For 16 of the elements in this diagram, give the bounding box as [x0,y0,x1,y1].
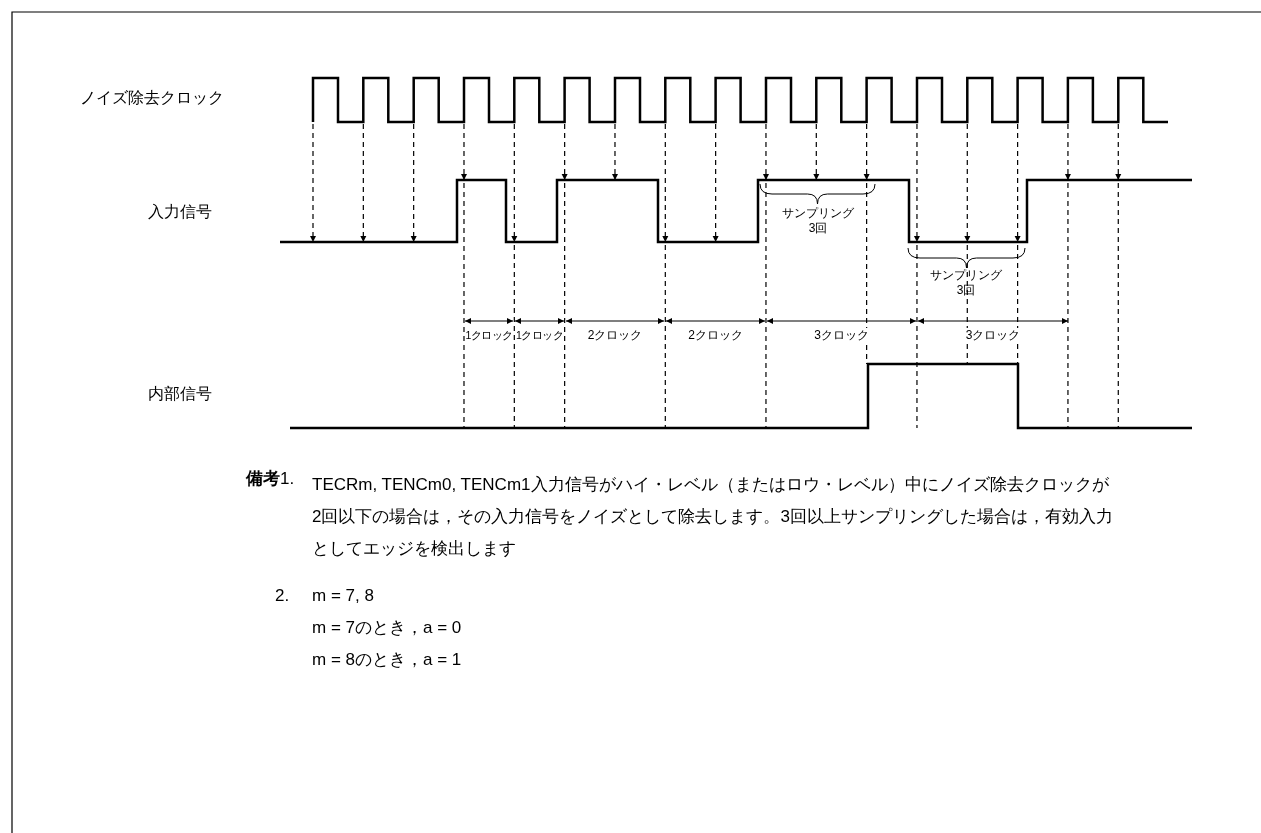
note-text: m = 7のとき，a = 0 [312,618,462,639]
signal-name: 内部信号 [148,384,212,404]
note-text: m = 7, 8 [312,586,374,607]
sampling-note: サンプリング3回 [929,268,1003,298]
note-text: m = 8のとき，a = 1 [312,650,462,671]
dimension-label: 1クロック [465,329,513,342]
note-number: 備考1. [246,469,295,490]
note-number: 2. [275,586,290,607]
signal-name: 入力信号 [148,202,212,222]
dimension-label: 1クロック [516,329,563,342]
sampling-note: サンプリング3回 [781,206,855,236]
dimension-label: 2クロック [687,328,744,343]
signal-name: ノイズ除去クロック [80,88,224,108]
dimension-label: 3クロック [964,328,1022,343]
dimension-label: 3クロック [813,328,870,343]
note-text: TECRm, TENCm0, TENCm1入力信号がハイ・レベル（またはロウ・レベル）中にノイズ除去クロックが2回以下の場合は，その入力信号をノイズとして除去します。3回以上サンプリングした場合は，有効入力としてエッジを検出します [312,474,1114,560]
